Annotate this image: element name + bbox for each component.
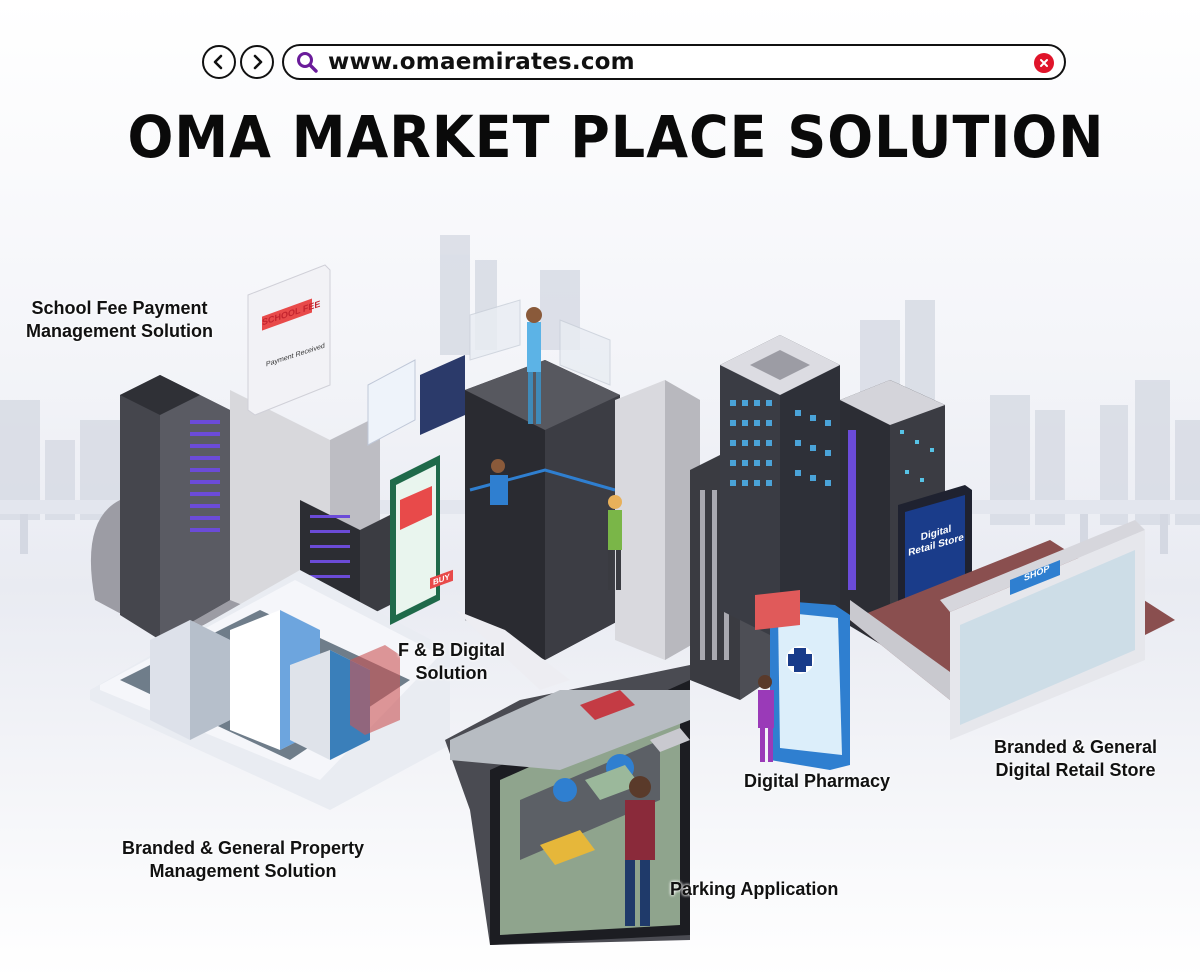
search-icon (297, 52, 318, 73)
label-school-fee-line1: School Fee Payment (31, 298, 208, 318)
floating-screens (367, 299, 611, 690)
back-button[interactable] (202, 45, 236, 79)
left-tall-building (120, 375, 230, 640)
label-fnb-line1: F & B Digital (398, 640, 505, 660)
person-figures (490, 307, 774, 926)
chevron-left-icon (213, 54, 223, 70)
label-property-line2: Management Solution (149, 861, 337, 881)
label-fnb: F & B Digital Solution (398, 639, 505, 685)
chevron-right-icon (253, 54, 263, 70)
clear-url-button[interactable] (1034, 53, 1054, 73)
label-retail-line1: Branded & General (994, 737, 1158, 757)
label-pharmacy: Digital Pharmacy (744, 770, 890, 793)
label-property: Branded & General Property Management So… (122, 837, 364, 883)
parking-ground (450, 690, 690, 770)
shop-building (850, 520, 1175, 740)
label-school-fee-line2: Management Solution (26, 321, 214, 341)
label-parking-text: Parking Application (670, 879, 839, 899)
central-dark-tower (465, 360, 620, 660)
right-blue-tower (720, 335, 840, 640)
property-tablet (90, 570, 450, 810)
label-school-fee: School Fee Payment Management Solution (26, 297, 213, 343)
label-retail-line2: Digital Retail Store (995, 760, 1156, 780)
url-text: www.omaemirates.com (328, 49, 635, 75)
school-fee-board (247, 264, 331, 416)
pharmacy-phone (755, 590, 850, 770)
page-title: OMA MARKET PLACE SOLUTION (127, 103, 1105, 172)
label-fnb-line2: Solution (415, 663, 488, 683)
forward-button[interactable] (240, 45, 274, 79)
url-input[interactable]: www.omaemirates.com (282, 44, 1066, 80)
label-pharmacy-text: Digital Pharmacy (744, 771, 891, 791)
label-property-line1: Branded & General Property (122, 838, 365, 858)
browser-address-bar: www.omaemirates.com (198, 43, 1068, 81)
label-parking: Parking Application (670, 878, 838, 901)
label-retail: Branded & General Digital Retail Store (994, 736, 1157, 782)
close-icon (1040, 59, 1048, 67)
